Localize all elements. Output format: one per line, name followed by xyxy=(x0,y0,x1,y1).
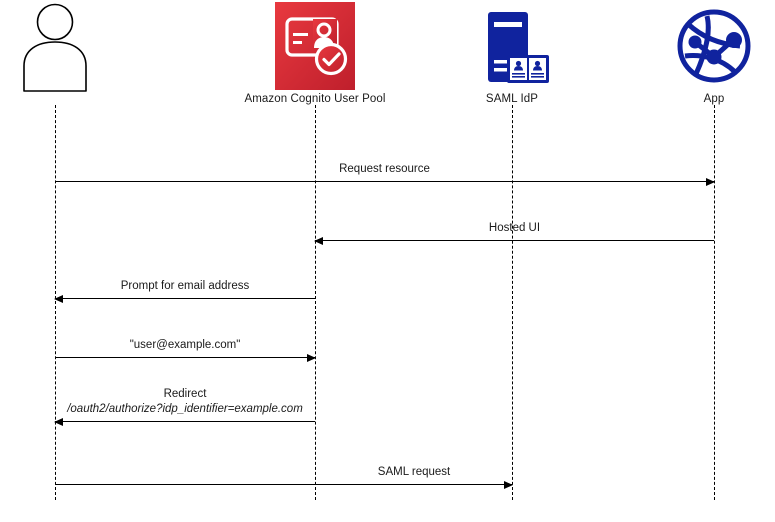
arrowhead-right-icon xyxy=(307,353,316,362)
message-arrow-user-email[interactable] xyxy=(55,353,316,362)
message-label-hosted-ui: Hosted UI xyxy=(488,222,541,234)
message-arrow-prompt-for-email[interactable] xyxy=(54,294,315,303)
message-label-user-email: "user@example.com" xyxy=(129,339,241,351)
arrowhead-left-icon xyxy=(54,417,63,426)
message-arrow-redirect[interactable] xyxy=(54,417,315,426)
amazon-cognito-user-pool-icon xyxy=(235,0,395,92)
participant-actor[interactable] xyxy=(0,0,135,92)
arrowhead-left-icon xyxy=(314,236,323,245)
participant-cognito[interactable]: Amazon Cognito User Pool xyxy=(235,0,395,106)
participant-saml-idp[interactable]: SAML IdP xyxy=(432,0,592,106)
user-actor-icon xyxy=(0,0,135,92)
lifeline-app xyxy=(714,105,715,500)
arrowhead-right-icon xyxy=(504,480,513,489)
message-label-redirect: Redirect /oauth2/authorize?idp_identifie… xyxy=(67,388,303,415)
message-arrow-hosted-ui[interactable] xyxy=(314,236,714,245)
participant-app-label: App xyxy=(703,93,725,105)
lifeline-actor xyxy=(55,105,56,500)
arrowhead-right-icon xyxy=(706,177,715,186)
participant-saml-idp-label: SAML IdP xyxy=(485,93,539,105)
lifeline-saml-idp xyxy=(512,105,513,500)
message-label-prompt-for-email: Prompt for email address xyxy=(120,280,250,292)
lifeline-cognito xyxy=(315,105,316,500)
message-label-redirect-url: /oauth2/authorize?idp_identifier=example… xyxy=(67,403,303,415)
participant-app[interactable]: App xyxy=(634,0,775,106)
message-arrow-saml-request[interactable] xyxy=(55,480,513,489)
saml-idp-server-icon xyxy=(432,0,592,92)
app-globe-icon xyxy=(634,0,775,92)
message-arrow-request-resource[interactable] xyxy=(55,177,715,186)
arrowhead-left-icon xyxy=(54,294,63,303)
participant-cognito-label: Amazon Cognito User Pool xyxy=(244,93,386,105)
message-label-request-resource: Request resource xyxy=(339,163,430,175)
message-label-saml-request: SAML request xyxy=(377,466,451,478)
